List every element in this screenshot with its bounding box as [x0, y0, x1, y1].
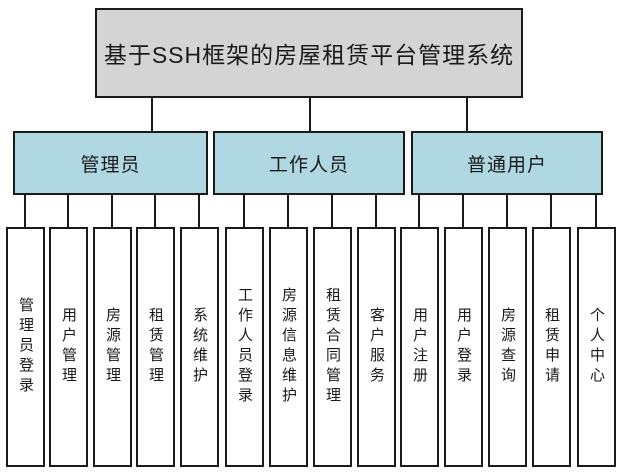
root-node-system-title: 基于SSH框架的房屋租赁平台管理系统 — [95, 8, 523, 98]
connector-system-maintenance — [198, 193, 200, 229]
group-node-admin: 管理员 — [13, 131, 208, 195]
connector-user-management — [67, 193, 69, 229]
root-node-label: 基于SSH框架的房屋租赁平台管理系统 — [103, 42, 515, 68]
leaf-node-system-maintenance: 系统维护 — [180, 227, 219, 467]
connector-housing-info-maintenance — [287, 193, 289, 229]
leaf-node-housing-search: 房源查询 — [488, 227, 527, 467]
connector-personal-center — [595, 193, 597, 229]
connector-root-to-user — [466, 96, 468, 133]
leaf-node-rental-contract-management: 租赁合同管理 — [313, 227, 352, 467]
connector-user-register — [418, 193, 420, 229]
group-node-admin-label: 管理员 — [80, 154, 141, 176]
leaf-node-rental-management: 租赁管理 — [136, 227, 175, 467]
connector-root-to-staff — [309, 96, 311, 133]
leaf-node-rental-apply: 租赁申请 — [532, 227, 571, 467]
group-node-staff: 工作人员 — [213, 131, 405, 195]
connector-admin-login — [24, 193, 26, 229]
connector-rental-management — [154, 193, 156, 229]
connector-customer-service — [375, 193, 377, 229]
leaf-node-personal-center: 个人中心 — [577, 227, 616, 467]
connector-housing-search — [506, 193, 508, 229]
leaf-node-housing-info-maintenance: 房源信息维护 — [269, 227, 308, 467]
group-node-user: 普通用户 — [411, 131, 603, 195]
leaf-node-admin-login: 管理员登录 — [6, 227, 45, 467]
connector-rental-contract-management — [331, 193, 333, 229]
connector-staff-login — [243, 193, 245, 229]
group-node-staff-label: 工作人员 — [268, 154, 349, 176]
leaf-node-staff-login: 工作人员登录 — [225, 227, 264, 467]
connector-root-to-admin — [151, 96, 153, 133]
connector-user-login — [462, 193, 464, 229]
connector-housing-management — [111, 193, 113, 229]
leaf-node-housing-management: 房源管理 — [93, 227, 132, 467]
leaf-node-user-login: 用户登录 — [444, 227, 483, 467]
leaf-node-user-register: 用户注册 — [400, 227, 439, 467]
leaf-node-customer-service: 客户服务 — [357, 227, 396, 467]
group-node-user-label: 普通用户 — [466, 154, 547, 176]
connector-rental-apply — [550, 193, 552, 229]
leaf-node-user-management: 用户管理 — [49, 227, 88, 467]
